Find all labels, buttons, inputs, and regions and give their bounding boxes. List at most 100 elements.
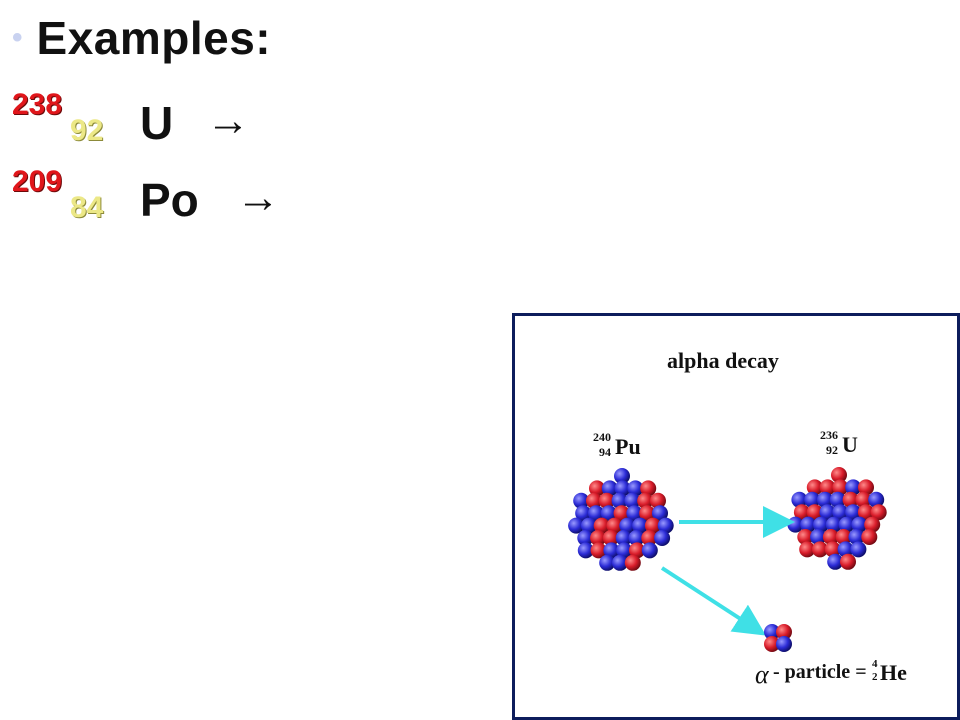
nucleon (850, 541, 867, 558)
nucleon (575, 505, 592, 522)
alpha-particle-icon (764, 624, 792, 652)
nucleon (580, 517, 597, 534)
nucleon (806, 504, 823, 521)
nucleon (624, 554, 641, 571)
nucleon (813, 516, 829, 533)
emission-arrow-icon (660, 566, 767, 636)
nucleon (589, 480, 605, 497)
nucleon (568, 517, 585, 534)
nucleon (791, 491, 808, 508)
particle-mass-number: 4 (872, 658, 878, 670)
nucleon (611, 492, 628, 509)
nucleon (590, 530, 607, 546)
nucleon (629, 542, 645, 559)
nucleon (851, 516, 868, 533)
parent-mass-number: 240 (593, 430, 611, 444)
nucleon (652, 505, 668, 522)
nucleon (614, 468, 630, 484)
nucleon (810, 529, 827, 545)
nucleon (614, 480, 631, 497)
nucleon (627, 480, 644, 497)
nucleon (615, 530, 632, 546)
bullet-marker: • (12, 21, 23, 54)
nucleon (598, 492, 615, 509)
nucleon (588, 505, 604, 522)
nucleon (838, 516, 855, 533)
nucleon (845, 479, 862, 496)
nucleon (812, 541, 828, 558)
nucleon (577, 530, 594, 546)
nucleon (628, 530, 645, 546)
nucleon (806, 479, 823, 496)
nucleon (840, 553, 856, 570)
nucleon (855, 491, 872, 508)
mass-number: 238 (12, 88, 63, 121)
nucleon (639, 505, 656, 522)
nucleon (864, 516, 881, 533)
particle-atomic-number: 2 (872, 671, 878, 683)
nucleon (654, 530, 671, 546)
nucleon (800, 516, 817, 533)
nucleon (824, 541, 841, 558)
slide-heading: • Examples: (10, 6, 271, 70)
particle-label: - particle = (773, 661, 867, 683)
nucleon (613, 505, 630, 522)
nucleon (644, 517, 661, 534)
nucleon (657, 517, 674, 534)
nucleon (832, 504, 849, 521)
nucleon (819, 479, 836, 496)
nucleon (616, 542, 633, 559)
nucleon (593, 517, 610, 534)
nucleon (825, 516, 842, 533)
daughter-symbol: U (842, 432, 858, 457)
nucleon (776, 636, 792, 652)
daughter-nucleus (787, 467, 887, 570)
nucleon (641, 530, 658, 546)
nucleon (822, 529, 839, 545)
nucleon (832, 479, 849, 496)
nucleon (612, 554, 628, 571)
element-symbol: U (140, 97, 174, 149)
alpha-symbol: α (755, 660, 770, 689)
nucleon (845, 504, 862, 521)
nucleon (640, 480, 657, 497)
nucleon (764, 636, 780, 652)
nucleon (870, 504, 887, 521)
nucleon (819, 504, 836, 521)
nucleon (590, 542, 607, 559)
nucleon (603, 542, 620, 559)
nucleon (601, 480, 618, 497)
nucleon (804, 491, 821, 508)
nucleon (577, 542, 594, 559)
atomic-number: 84 (70, 191, 104, 224)
nucleon (829, 491, 846, 508)
nucleon (857, 504, 874, 521)
nucleon (637, 492, 654, 509)
element-symbol: Po (140, 174, 199, 226)
nucleon (797, 529, 814, 545)
nucleon (602, 530, 619, 546)
parent-nucleus (568, 468, 674, 571)
nucleon (817, 491, 833, 508)
slide-title: Examples: (36, 12, 272, 64)
nucleon (573, 492, 590, 509)
right-arrow-icon: → (206, 96, 250, 145)
nucleon (626, 505, 643, 522)
particle-symbol: He (880, 660, 907, 685)
nucleon (835, 529, 852, 545)
nuclide-row-polonium: 209 84 Po → (0, 165, 400, 245)
nucleon (624, 492, 641, 509)
right-arrow-icon: → (236, 173, 280, 222)
diagram-title: alpha decay (667, 348, 779, 373)
nucleon (868, 491, 885, 508)
nucleon (842, 491, 859, 508)
nucleon (641, 542, 658, 559)
nuclide-row-uranium: 238 92 U → (0, 88, 400, 168)
nucleon (650, 492, 666, 509)
atomic-number: 92 (70, 114, 104, 147)
nucleon (858, 479, 874, 496)
nucleon (827, 553, 844, 570)
mass-number: 209 (12, 165, 63, 198)
nucleon (861, 529, 878, 545)
nucleon (837, 541, 854, 558)
